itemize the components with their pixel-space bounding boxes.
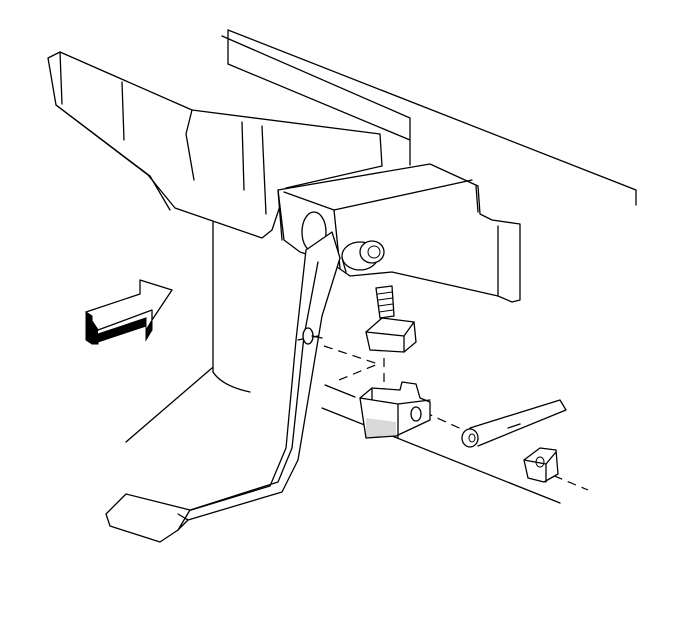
pedal-pad [105, 493, 191, 543]
wiring-harness-connector [365, 285, 417, 353]
retainer-clip [523, 447, 559, 483]
brake-switch [359, 381, 431, 439]
pivot-bolt [341, 240, 385, 273]
pushrod [469, 399, 567, 447]
stud-bolt [302, 327, 323, 345]
washer [461, 428, 479, 448]
direction-arrow [85, 279, 173, 345]
dash-panel [125, 29, 637, 504]
